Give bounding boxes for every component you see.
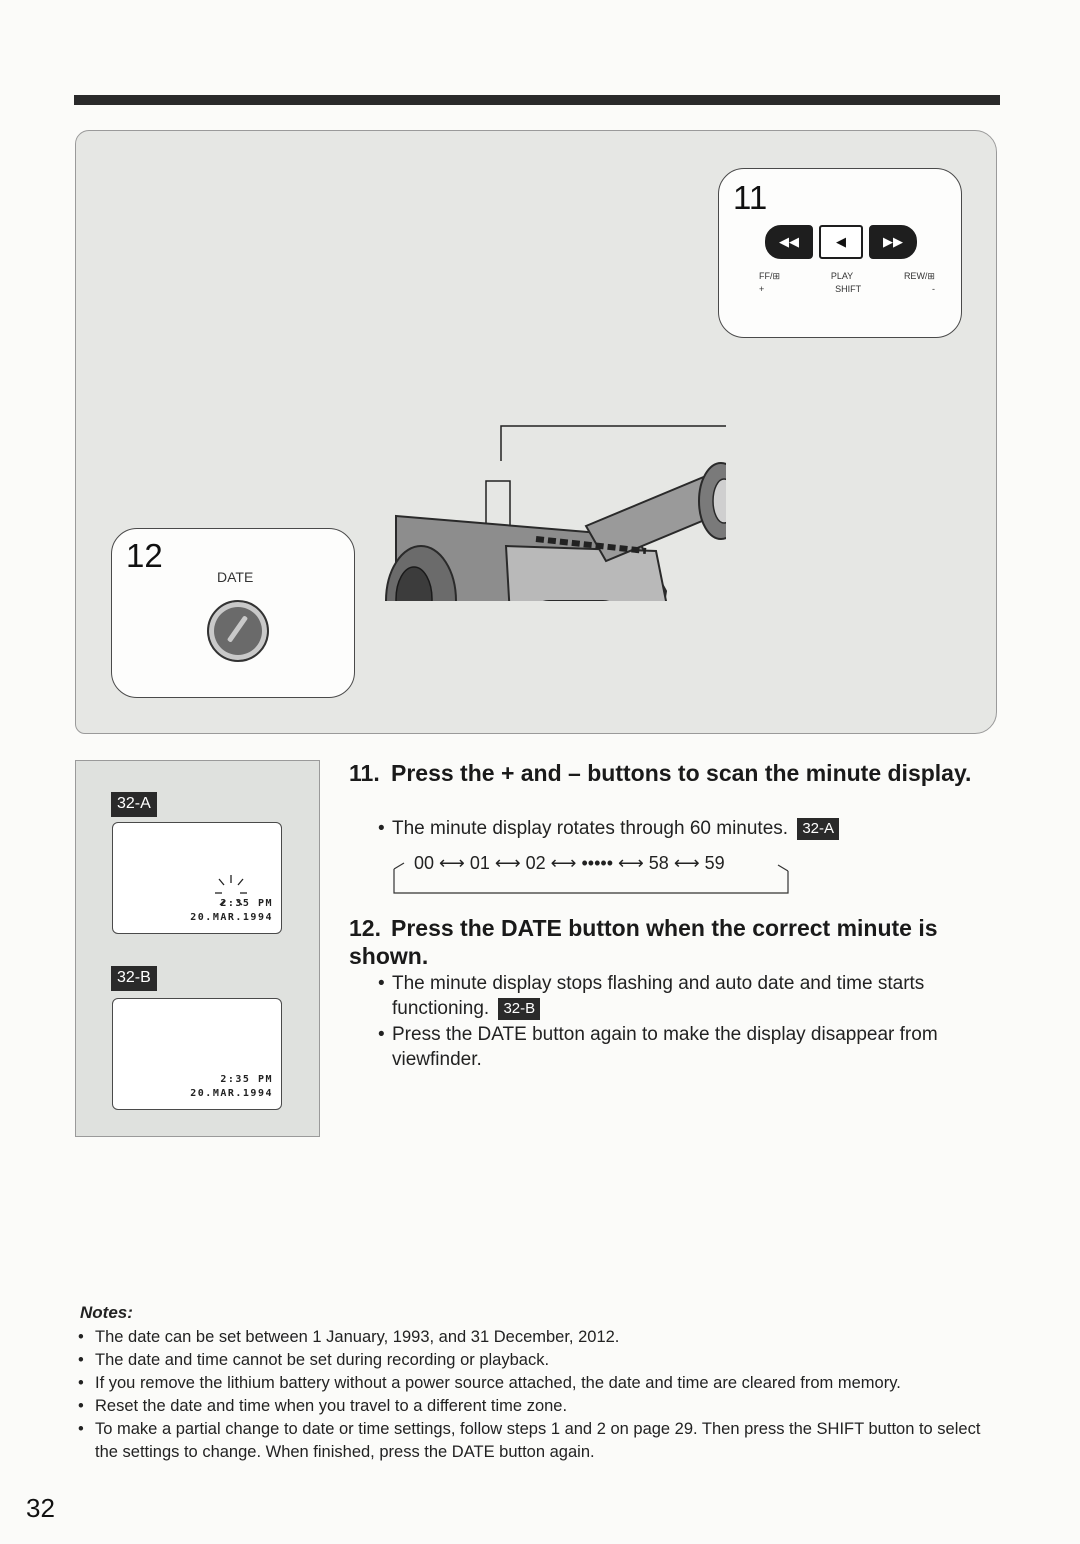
date-button-icon xyxy=(207,600,269,662)
date-label: DATE xyxy=(217,569,254,585)
sequence-text: 00 ⟷ 01 ⟷ 02 ⟷ ••••• ⟷ 58 ⟷ 59 xyxy=(414,853,725,873)
minute-sequence: 00 ⟷ 01 ⟷ 02 ⟷ ••••• ⟷ 58 ⟷ 59 xyxy=(388,853,798,897)
notes-list: •The date can be set between 1 January, … xyxy=(78,1326,1000,1464)
viewfinder-display-a: 2:35 PM 20.MAR.1994 xyxy=(112,822,282,934)
rewind-icon: ▶▶ xyxy=(869,225,917,259)
notes-title: Notes: xyxy=(80,1303,133,1322)
display-tag-b: 32-B xyxy=(111,966,157,991)
display-time: 2:35 PM xyxy=(220,1074,273,1085)
display-date: 20.MAR.1994 xyxy=(190,1088,273,1099)
camcorder-illustration: 11 ◀◀ ◀ ▶▶ FF/⊞ PLAY REW/⊞ + SHIFT - 12 … xyxy=(75,130,997,734)
step-11-heading: 11. Press the + and – buttons to scan the… xyxy=(349,759,989,787)
ff-label: FF/⊞ xyxy=(759,271,781,281)
loop-arrow-icon xyxy=(393,862,789,894)
bullet-text: Press the DATE button again to make the … xyxy=(392,1024,938,1070)
note-item: •The date can be set between 1 January, … xyxy=(78,1328,620,1346)
step-12-bullet-2: • Press the DATE button again to make th… xyxy=(378,1022,1002,1072)
note-item: •To make a partial change to date or tim… xyxy=(78,1420,981,1461)
callout-number: 12 xyxy=(126,537,163,574)
step-title: Press the + and – buttons to scan the mi… xyxy=(391,760,972,786)
fast-forward-icon: ◀◀ xyxy=(765,225,813,259)
shift-label: SHIFT xyxy=(835,284,862,294)
display-ref-tag: 32-A xyxy=(797,818,840,840)
step-12-bullet-1: • The minute display stops flashing and … xyxy=(378,971,1002,1021)
bullet-dot: • xyxy=(378,818,385,839)
plus-label: + xyxy=(759,284,765,294)
camcorder-drawing xyxy=(385,425,726,601)
play-label: PLAY xyxy=(830,271,854,281)
step-12-heading: 12.Press the DATE button when the correc… xyxy=(349,914,989,970)
callout-step-12: 12 DATE xyxy=(111,528,355,698)
step-number: 12. xyxy=(349,915,381,941)
button-labels: FF/⊞ PLAY REW/⊞ + SHIFT - xyxy=(759,271,935,294)
page-number: 32 xyxy=(26,1493,55,1523)
callout-step-11: 11 ◀◀ ◀ ▶▶ FF/⊞ PLAY REW/⊞ + SHIFT - xyxy=(718,168,962,338)
bullet-dot: • xyxy=(378,973,385,994)
step-11-bullet: • The minute display rotates through 60 … xyxy=(378,816,840,841)
note-item: •If you remove the lithium battery witho… xyxy=(78,1374,901,1392)
flashing-icon xyxy=(215,875,247,906)
note-item: •Reset the date and time when you travel… xyxy=(78,1397,568,1415)
viewfinder-displays: 32-A 2:35 PM 20.MAR.1994 32-B 2:35 PM 20… xyxy=(75,760,320,1137)
header-rule xyxy=(74,95,1000,105)
rew-label: REW/⊞ xyxy=(903,271,935,281)
minus-label: - xyxy=(931,284,935,294)
display-time: 2:35 PM xyxy=(220,898,273,909)
note-item: •The date and time cannot be set during … xyxy=(78,1351,550,1369)
play-icon: ◀ xyxy=(819,225,863,259)
bullet-dot: • xyxy=(378,1024,385,1045)
bullet-text: The minute display stops flashing and au… xyxy=(392,973,925,1019)
display-date: 20.MAR.1994 xyxy=(190,912,273,923)
display-tag-a: 32-A xyxy=(111,792,157,817)
step-number: 11. xyxy=(349,760,380,786)
step-title: Press the DATE button when the correct m… xyxy=(349,915,938,969)
transport-buttons: ◀◀ ◀ ▶▶ xyxy=(765,225,931,259)
viewfinder-display-b: 2:35 PM 20.MAR.1994 xyxy=(112,998,282,1110)
display-ref-tag: 32-B xyxy=(498,998,541,1020)
callout-number: 11 xyxy=(733,179,768,216)
bullet-text: The minute display rotates through 60 mi… xyxy=(392,818,789,839)
